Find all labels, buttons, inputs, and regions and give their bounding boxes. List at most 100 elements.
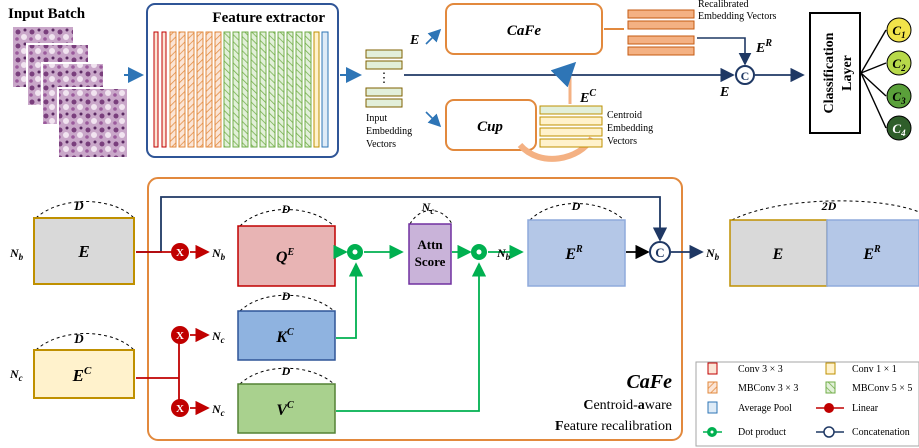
class-arrow [860,29,887,74]
V-dim-label: D [281,364,291,378]
legend-icons [703,362,844,438]
concat-icon [649,241,671,263]
mbconv5-layer [232,31,240,148]
class-arrow [860,62,887,74]
mbconv5-icon [825,381,836,394]
embedding-ellipsis: ⋮ [378,70,391,85]
cafe-block [445,3,603,55]
cup-block [445,99,537,151]
V-matrix-label: VC [276,400,294,419]
EC-rows-label: Nc [9,367,23,383]
mbconv5-layer [286,31,294,148]
class-arrow [860,72,887,129]
attn-dim-arc [409,210,453,225]
top-ER-label: ER [755,38,772,56]
input-batch-label: Input Batch [8,6,86,22]
legend-mbconv5: MBConv 5 × 5 [852,383,912,394]
EC-matrix-label: EC [72,365,92,385]
linear-icon [171,243,189,261]
linear-symbol: X [176,247,184,259]
centroid-label-2: Embedding [607,123,653,134]
E-matrix-label: E [77,242,89,261]
legend-concat: Concatenation [852,427,910,438]
conv1-icon [825,362,836,375]
legend-conv3: Conv 3 × 3 [738,364,783,375]
mbconv3-layer [205,31,213,148]
E-matrix [33,217,135,285]
EC-matrix [33,349,135,399]
classification-label-2: Layer [840,55,855,91]
input-embedding-label-3: Vectors [366,139,396,150]
class-node [886,17,912,43]
legend-avgpool: Average Pool [738,403,792,414]
V-matrix [237,383,336,434]
mbconv3-layer [187,31,195,148]
E-rows-label: Nb [9,246,24,262]
ER-matrix-label: ER [564,244,583,263]
K-to-dot-line [336,262,364,339]
mbconv3-layer [169,31,177,148]
mbconv3-icon [707,381,718,394]
class-node [886,115,912,141]
top-concat-icon [735,65,755,85]
K-dim-label: D [281,289,291,303]
top-E-arrow-label: E [719,85,729,100]
cafe-module-title: CaFe [626,371,672,393]
legend-mbconv3: MBConv 3 × 3 [738,383,798,394]
K-rows-label: Nc [211,329,225,345]
linear-symbol: X [176,403,184,415]
K-matrix [237,310,336,361]
class-label: C2 [892,56,906,73]
ER-dim-arc [529,203,625,221]
mbconv5-layer [295,31,303,148]
arrow-recal-to-concat [697,37,752,66]
feature-extractor-tail-layers [313,31,329,148]
arrow-centroid-to-cafe [550,61,577,104]
output-dim-arc [731,200,919,221]
cafe-block-label: CaFe [507,23,542,39]
class-label: C1 [892,23,905,40]
mbconv5-layer [223,31,231,148]
input-batch-images [11,25,129,159]
feature-extractor-layers [153,31,167,148]
input-embedding-label-2: Embedding [366,126,412,137]
Q-matrix [237,225,336,287]
mbconv5-layer [268,31,276,148]
V-dim-arc [239,367,335,385]
mbconv5-layer [241,31,249,148]
output-ER-label: ER [862,244,881,263]
Q-rows-label: Nb [211,246,226,262]
cafe-module-subtitle-1: Centroid-aware [583,398,672,413]
avgpool-icon [707,401,718,414]
legend-dot-product: Dot product [738,427,786,438]
Q-dim-arc [239,209,335,227]
recalibrated-label-1: Recalibrated [698,0,749,10]
recalibrated-embedding-stack [627,9,695,56]
Q-matrix-label: QE [276,247,295,266]
E-dim-label: D [73,198,84,213]
attn-score-label-1: Attn [417,237,443,252]
centroid-label-3: Vectors [607,136,637,147]
mbconv5-layer [250,31,258,148]
concat-symbol: C [655,245,664,260]
output-E-block [729,219,828,287]
class-node [886,50,912,76]
classification-layer [809,12,861,134]
classification-label-1: Classification [822,32,837,113]
attn-score-label-2: Score [415,254,446,269]
output-E-label: E [772,246,784,263]
top-EC-label: EC [579,88,596,106]
V-rows-label: Nc [211,402,225,418]
ER-dim-label: D [571,199,581,213]
mbconv5-layer [259,31,267,148]
legend-box [695,361,919,447]
ER-matrix [527,219,626,287]
top-E-label: E [409,33,419,48]
class-label: C3 [892,89,906,106]
legend-conv1: Conv 1 × 1 [852,364,897,375]
output-dim-label: 2D [821,199,837,213]
centroid-embedding-stack [539,105,603,148]
top-concat-symbol: C [741,69,750,83]
